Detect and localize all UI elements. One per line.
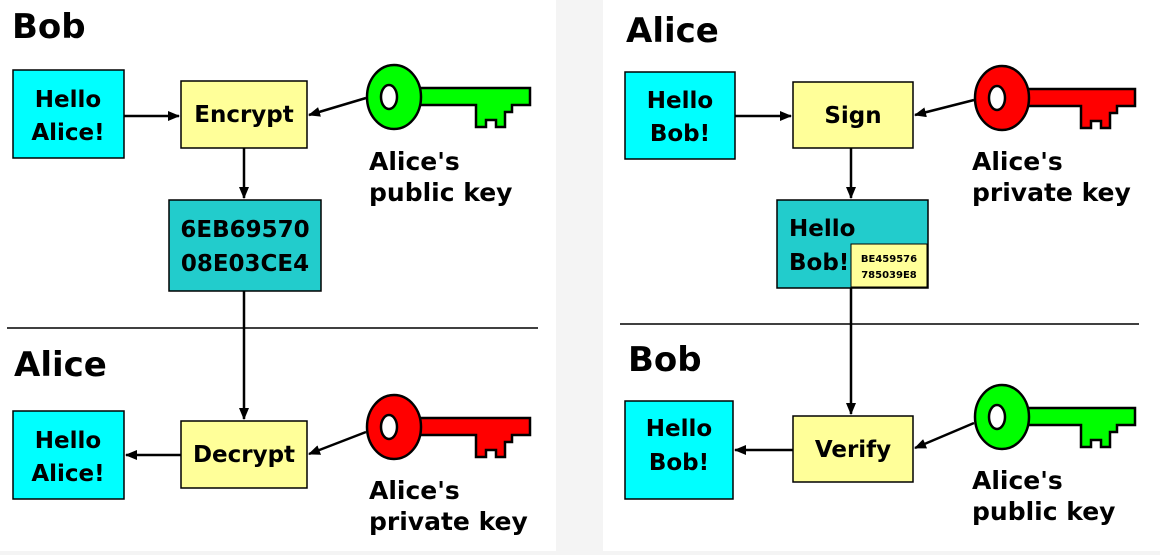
signature-tag: BE459576 785039E8 bbox=[850, 243, 928, 288]
encryption-panel: Bob Hello Alice! Encrypt 6EB69570 08E03C… bbox=[0, 0, 556, 551]
public-key-label-line-1: Alice's bbox=[369, 147, 460, 176]
ciphertext-line-2: 08E03CE4 bbox=[181, 251, 309, 277]
verify-box: Verify bbox=[792, 415, 914, 483]
sender-heading: Bob bbox=[12, 7, 86, 47]
receiver-heading: Bob bbox=[628, 340, 702, 380]
ciphertext-line-1: 6EB69570 bbox=[180, 217, 309, 243]
private-key-label-line-2: private key bbox=[369, 507, 528, 536]
decrypt-label: Decrypt bbox=[193, 442, 295, 468]
signature-line-2: 785039E8 bbox=[861, 270, 917, 281]
private-key-label-line-1: Alice's bbox=[972, 147, 1063, 176]
result-line-1: Hello bbox=[35, 428, 101, 454]
public-key-label-line-2: public key bbox=[369, 178, 512, 207]
signature-panel: Alice Hello Bob! Sign Hello Bob! BE45957… bbox=[603, 0, 1160, 551]
verified-message-box: Hello Bob! bbox=[624, 400, 734, 500]
signature-line-1: BE459576 bbox=[861, 254, 917, 265]
public-key-label-line-2: public key bbox=[972, 497, 1115, 526]
signed-message-line-2: Bob! bbox=[789, 250, 849, 276]
decrypted-message-box: Hello Alice! bbox=[12, 410, 125, 500]
result-line-1: Hello bbox=[646, 416, 712, 442]
sign-box: Sign bbox=[792, 81, 914, 149]
public-key-label-line-1: Alice's bbox=[972, 466, 1063, 495]
plaintext-box: Hello Alice! bbox=[12, 69, 125, 159]
arrow-icon bbox=[308, 430, 367, 456]
plaintext-line-1: Hello bbox=[35, 87, 101, 113]
decrypt-box: Decrypt bbox=[180, 420, 308, 489]
encrypt-box: Encrypt bbox=[180, 80, 308, 149]
sender-heading: Alice bbox=[626, 11, 719, 51]
arrow-icon bbox=[914, 421, 975, 450]
receiver-heading: Alice bbox=[14, 345, 107, 385]
signed-message-box: Hello Bob! BE459576 785039E8 bbox=[776, 199, 929, 289]
plaintext-line-1: Hello bbox=[647, 88, 713, 114]
verify-label: Verify bbox=[815, 437, 891, 463]
ciphertext-box: 6EB69570 08E03CE4 bbox=[168, 199, 322, 292]
signed-message-line-1: Hello bbox=[789, 216, 855, 242]
key-icon bbox=[365, 63, 532, 131]
plaintext-line-2: Alice! bbox=[31, 120, 104, 146]
encrypt-label: Encrypt bbox=[194, 102, 294, 128]
key-icon bbox=[973, 64, 1137, 132]
private-key-label-line-1: Alice's bbox=[369, 476, 460, 505]
result-line-2: Alice! bbox=[31, 461, 104, 487]
private-key-label-line-2: private key bbox=[972, 178, 1131, 207]
plaintext-line-2: Bob! bbox=[650, 121, 710, 147]
key-icon bbox=[365, 393, 532, 461]
arrow-icon bbox=[308, 96, 367, 117]
arrow-icon bbox=[914, 98, 975, 118]
sign-label: Sign bbox=[824, 103, 881, 129]
result-line-2: Bob! bbox=[649, 450, 709, 476]
key-icon bbox=[973, 383, 1137, 451]
plaintext-box: Hello Bob! bbox=[624, 71, 736, 160]
